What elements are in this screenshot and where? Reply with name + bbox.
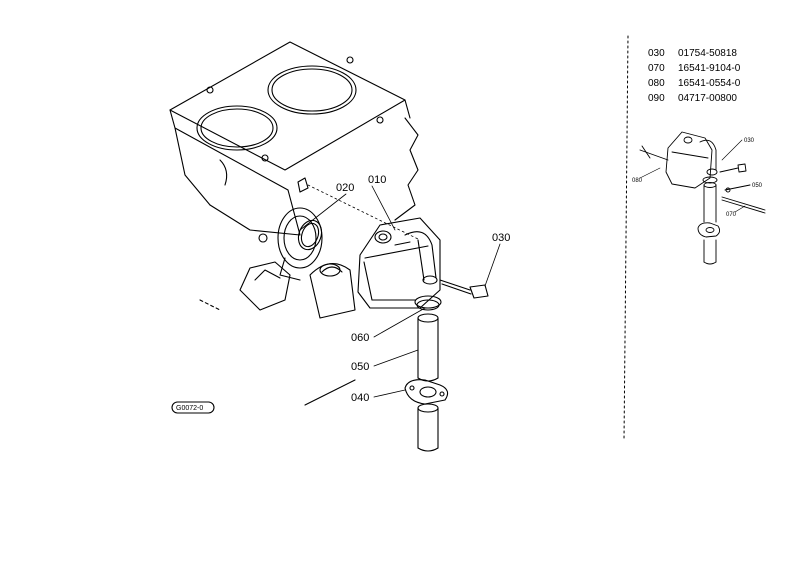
- parts-ref: 080: [648, 78, 665, 89]
- diagram-code: G0072-0: [176, 405, 203, 412]
- parts-number: 16541-0554-0: [678, 78, 741, 89]
- callout-030: 030: [492, 232, 510, 244]
- parts-list-row: 080 16541-0554-0: [648, 78, 740, 89]
- callout-050: 050: [351, 361, 369, 373]
- lower-pipe: [417, 403, 439, 452]
- engine-block: [169, 41, 419, 406]
- parts-number: 04717-00800: [678, 93, 737, 104]
- thermostat-cover-010: [357, 217, 441, 309]
- inset-diagram: [639, 131, 766, 265]
- parts-ref: 090: [648, 93, 665, 104]
- parts-ref: 030: [648, 48, 665, 59]
- water-hose-050: [417, 313, 439, 382]
- inset-callout-070: 070: [726, 212, 737, 218]
- hose-clamp-060: [414, 295, 442, 311]
- callout-040: 040: [351, 392, 369, 404]
- parts-number: 01754-50818: [678, 48, 737, 59]
- pipe-flange-040: [404, 379, 449, 405]
- inset-callout-030: 030: [744, 138, 755, 144]
- o-ring-020: [297, 219, 323, 251]
- parts-list-row: 030 01754-50818: [648, 48, 737, 59]
- callout-010: 010: [368, 174, 386, 186]
- callout-020: 020: [336, 182, 354, 194]
- parts-list-row: 070 16541-9104-0: [648, 63, 740, 74]
- panel-divider: [623, 35, 629, 441]
- leader-lines: [299, 184, 501, 398]
- parts-list-row: 090 04717-00800: [648, 93, 737, 104]
- bolt-030: [439, 279, 489, 299]
- inset-callout-050: 050: [752, 183, 763, 189]
- diagram-code-badge: [171, 401, 215, 414]
- parts-number: 16541-9104-0: [678, 63, 741, 74]
- callout-060: 060: [351, 332, 369, 344]
- parts-ref: 070: [648, 63, 665, 74]
- inset-callout-080: 080: [632, 178, 643, 184]
